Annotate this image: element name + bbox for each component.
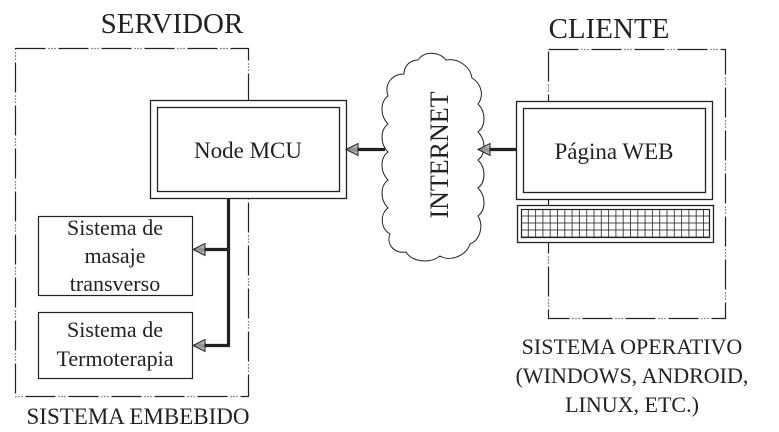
- termoterapia-subsystem-box: Sistema de Termoterapia: [37, 311, 194, 380]
- masaje-line-1: Sistema de: [67, 215, 163, 240]
- termoterapia-line-2: Termoterapia: [57, 346, 174, 371]
- os-line-1: SISTEMA OPERATIVO: [522, 334, 743, 359]
- internet-label: INTERNET: [425, 91, 454, 218]
- node-mcu-label: Node MCU: [194, 138, 302, 163]
- cloud-icon: [381, 52, 485, 262]
- masaje-subsystem-box: Sistema de masaje transverso: [37, 215, 194, 297]
- node-mcu-box: Node MCU: [149, 99, 348, 200]
- arrow-to-termoterapia-icon: [191, 338, 206, 353]
- link-internet-to-node: [344, 142, 385, 157]
- arrow-to-masaje-icon: [191, 242, 206, 257]
- masaje-line-2: masaje: [84, 243, 145, 268]
- arrow-to-node-icon: [344, 142, 359, 157]
- server-group: SERVIDOR SISTEMA EMBEBIDO Node MCU Siste…: [14, 8, 348, 429]
- web-page-label: Página WEB: [554, 139, 673, 164]
- internet-cloud: INTERNET: [381, 52, 485, 262]
- os-line-3: LINUX, ETC.): [565, 392, 699, 417]
- monitor-icon: Página WEB: [515, 100, 714, 201]
- client-title: CLIENTE: [549, 13, 670, 45]
- masaje-line-3: transverso: [70, 271, 160, 296]
- os-line-2: (WINDOWS, ANDROID,: [516, 363, 749, 388]
- server-bus: [191, 198, 231, 353]
- keyboard-icon: [516, 204, 715, 244]
- server-footer: SISTEMA EMBEBIDO: [27, 404, 250, 429]
- arrow-to-internet-icon: [476, 142, 491, 157]
- client-group: CLIENTE Página WEB SISTEMA OPERATIVO (WI…: [516, 13, 749, 417]
- termoterapia-line-1: Sistema de: [67, 317, 163, 342]
- server-boundary: [14, 47, 250, 398]
- link-client-to-internet: [476, 142, 517, 157]
- server-title: SERVIDOR: [101, 8, 244, 40]
